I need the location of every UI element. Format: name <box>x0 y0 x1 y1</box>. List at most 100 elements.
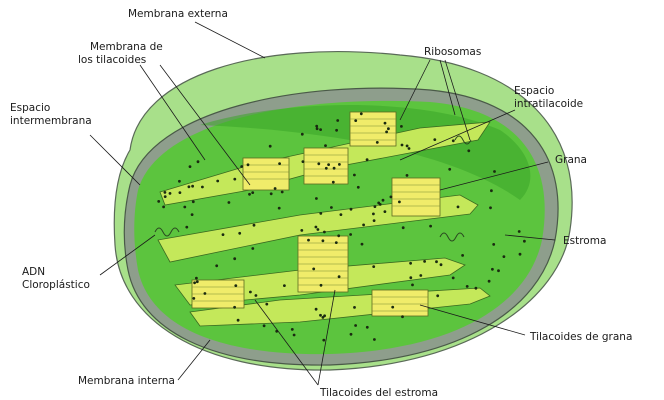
ribosome-dot <box>216 180 219 183</box>
label-membrana-externa: Membrana externa <box>128 8 228 20</box>
ribosome-dot <box>440 263 443 266</box>
ribosome-dot <box>319 128 322 131</box>
ribosome-dot <box>283 284 286 287</box>
ribosome-dot <box>322 339 325 342</box>
ribosome-dot <box>377 202 380 205</box>
ribosome-dot <box>518 230 521 233</box>
ribosome-dot <box>360 112 363 115</box>
ribosome-dot <box>323 314 326 317</box>
ribosome-dot <box>191 185 194 188</box>
label-estroma: Estroma <box>563 235 606 247</box>
ribosome-dot <box>188 185 191 188</box>
ribosome-dot <box>228 201 231 204</box>
ribosome-dot <box>337 234 340 237</box>
ribosome-dot <box>278 162 281 165</box>
ribosome-dot <box>178 180 181 183</box>
ribosome-dot <box>349 233 352 236</box>
ribosome-dot <box>382 199 385 202</box>
ribosome-dot <box>523 240 526 243</box>
label-adn-2: Cloroplástico <box>22 279 90 291</box>
ribosome-dot <box>183 206 186 209</box>
ribosome-dot <box>307 239 310 242</box>
ribosome-dot <box>493 170 496 173</box>
granum-center-upper <box>304 148 348 184</box>
ribosome-dot <box>324 144 327 147</box>
ribosome-dot <box>325 167 328 170</box>
ribosome-dot <box>401 144 404 147</box>
ribosome-dot <box>452 139 455 142</box>
ribosome-dot <box>251 247 254 250</box>
ribosome-dot <box>461 254 464 257</box>
ribosome-dot <box>247 163 250 166</box>
ribosome-dot <box>281 191 284 194</box>
ribosome-dot <box>467 149 470 152</box>
ribosome-dot <box>503 255 506 258</box>
ribosome-dot <box>316 127 319 130</box>
ribosome-dot <box>204 292 207 295</box>
ribosome-dot <box>234 284 237 287</box>
ribosome-dot <box>179 191 182 194</box>
granum-center-tall <box>298 236 348 292</box>
ribosome-dot <box>452 277 455 280</box>
ribosome-dot <box>350 208 353 211</box>
ribosome-dot <box>362 224 365 227</box>
ribosome-dot <box>372 213 375 216</box>
ribosome-dot <box>409 262 412 265</box>
ribosome-dot <box>265 303 268 306</box>
label-espacio-intermembrana-1: Espacio <box>10 102 50 114</box>
label-tilacoides-grana: Tilacoides de grana <box>529 331 632 343</box>
ribosome-dot <box>361 243 364 246</box>
ribosome-dot <box>406 174 409 177</box>
ribosome-dot <box>263 324 266 327</box>
ribosome-dot <box>384 122 387 125</box>
ribosome-dot <box>192 297 195 300</box>
ribosome-dot <box>366 158 369 161</box>
ribosome-dot <box>400 125 403 128</box>
ribosome-dot <box>372 265 375 268</box>
granum-right <box>392 178 440 216</box>
label-membrana-tilacoides-2: los tilacoides <box>78 54 146 66</box>
ribosome-dot <box>492 243 495 246</box>
ribosome-dot <box>357 186 360 189</box>
ribosome-dot <box>429 225 432 228</box>
ribosome-dot <box>423 260 426 263</box>
ribosome-dot <box>466 285 469 288</box>
ribosome-dot <box>402 226 405 229</box>
ribosome-dot <box>436 294 439 297</box>
ribosome-dot <box>315 125 318 128</box>
ribosome-dot <box>233 257 236 260</box>
label-membrana-tilacoides-1: Membrana de <box>90 41 163 53</box>
ribosome-dot <box>376 141 379 144</box>
ribosome-dot <box>373 338 376 341</box>
ribosome-dot <box>457 206 460 209</box>
ribosome-dot <box>488 280 491 283</box>
ribosome-dot <box>384 210 387 213</box>
label-membrana-interna: Membrana interna <box>78 375 175 387</box>
ribosome-dot <box>353 174 356 177</box>
ribosome-dot <box>237 319 240 322</box>
ribosome-dot <box>390 196 393 199</box>
granum-lower-left <box>192 280 244 308</box>
ribosome-dot <box>409 276 412 279</box>
ribosome-dot <box>255 294 258 297</box>
ribosome-dot <box>475 287 478 290</box>
ribosome-dot <box>240 165 243 168</box>
ribosome-dot <box>319 212 322 215</box>
ribosome-dot <box>327 163 330 166</box>
ribosome-dot <box>233 178 236 181</box>
ribosome-dot <box>490 189 493 192</box>
ribosome-dot <box>301 133 304 136</box>
ribosome-dot <box>373 219 376 222</box>
ribosome-dot <box>315 197 318 200</box>
ribosome-dot <box>387 127 390 130</box>
label-ribosomas: Ribosomas <box>424 46 481 58</box>
ribosome-dot <box>249 291 252 294</box>
ribosome-dot <box>419 274 422 277</box>
ribosome-dot <box>497 269 500 272</box>
granum-lower-right <box>372 290 428 316</box>
ribosome-dot <box>157 200 160 203</box>
ribosome-dot <box>320 284 323 287</box>
ribosome-dot <box>332 181 335 184</box>
